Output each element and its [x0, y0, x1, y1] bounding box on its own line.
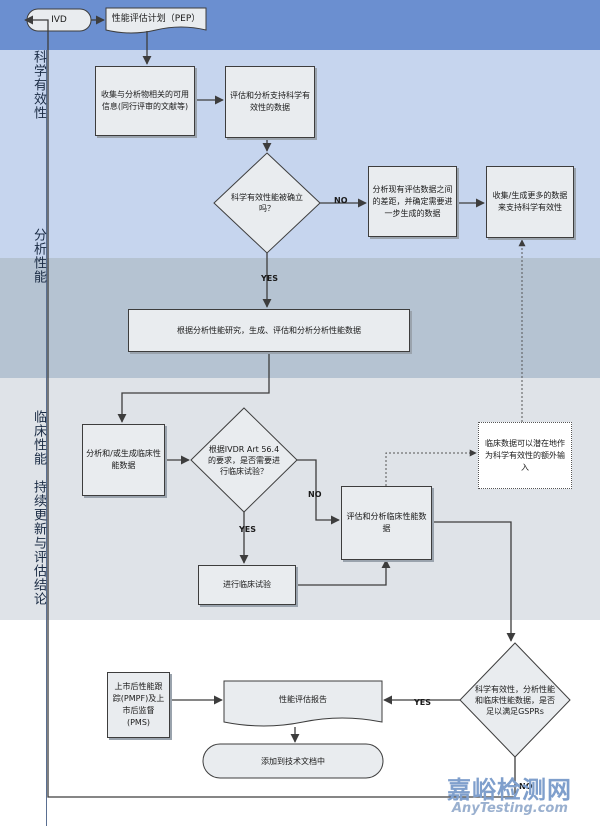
- evaluate-clinical-box: 评估和分析临床性能数据: [341, 486, 432, 560]
- edge-conduct-evaluate: [296, 559, 391, 586]
- lane-label-analytical-performance: 分析性能: [31, 228, 46, 284]
- report-document-shape: [223, 680, 383, 727]
- edge-trial-no-evaluate: [297, 459, 340, 525]
- lane-label-clinical-performance: 临床性能: [31, 410, 46, 466]
- watermark-en: AnyTesting.com: [452, 801, 568, 816]
- pep-document-shape: [105, 7, 207, 34]
- decision-gspr-label: 科学有效性，分析性能和临床性能数据，是否足以满足GSPRs: [475, 684, 555, 716]
- edge-label-yes-trial: YES: [239, 525, 257, 534]
- watermark-cn: 嘉峪检测网: [447, 776, 572, 804]
- lane-label-scientific-validity: 科学有效性: [31, 50, 46, 120]
- collect-more-box: 收集/生成更多的数据来支持科学有效性: [486, 166, 574, 238]
- edge-evaluate-gspr: [432, 521, 516, 642]
- decision-clinical-trial-label: 根据IVDR Art 56.4的要求，是否需要进行临床试验？: [208, 444, 280, 476]
- tech-doc-terminal-shape: [202, 743, 384, 779]
- edge-label-no-scientific: NO: [334, 196, 348, 205]
- lane-label-continuous-update: 持续更新与评估结论: [31, 480, 46, 606]
- edge-analytical-clinical: [117, 352, 270, 423]
- edge-label-yes-scientific: YES: [261, 274, 279, 283]
- report-label: 性能评估报告: [279, 694, 327, 704]
- edge-label-yes-gspr: YES: [414, 698, 432, 707]
- tech-doc-label: 添加到技术文档中: [261, 756, 325, 766]
- collect-info-box: 收集与分析物相关的可用信息(同行评审的文献等): [95, 66, 195, 136]
- lane-separator: [46, 50, 47, 826]
- edge-label-no-gspr: NO: [519, 782, 533, 791]
- analytical-study-box: 根据分析性能研究，生成、评估和分析分析性能数据: [128, 309, 410, 352]
- analyze-gap-box: 分析现有评估数据之间的差距，并确定需要进一步生成的数据: [368, 166, 457, 237]
- pmpf-box: 上市后性能跟踪(PMPF)及上市后监督(PMS): [107, 672, 170, 738]
- pep-label: 性能评估计划（PEP）: [111, 13, 201, 24]
- edge-gspr-no-loop: [24, 15, 516, 798]
- evaluate-scientific-box: 评估和分析支持科学有效性的数据: [225, 66, 315, 138]
- clinical-gen-box: 分析和/或生成临床性能数据: [82, 424, 165, 496]
- ivd-label: IVD: [51, 14, 67, 25]
- decision-scientific-label: 科学有效性能被确立吗？: [231, 193, 303, 213]
- edge-label-no-trial: NO: [308, 490, 322, 499]
- lane-clinical-performance: [0, 378, 600, 621]
- conduct-trial-box: 进行临床试验: [198, 565, 296, 605]
- clinical-input-box: 临床数据可以潜在地作为科学有效性的额外输入: [478, 422, 572, 489]
- edge-clinical-input-dotted: [385, 449, 477, 486]
